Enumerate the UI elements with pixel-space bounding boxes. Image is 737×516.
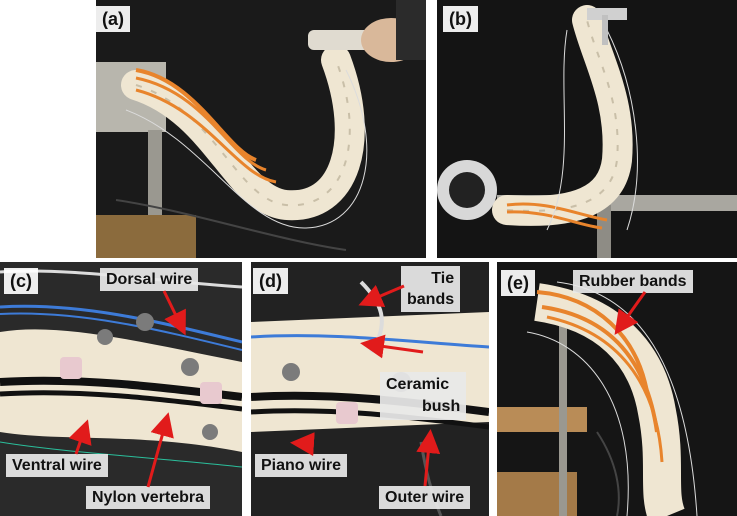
label-rubber-bands: Rubber bands [573, 270, 693, 293]
panel-b-illustration [437, 0, 737, 258]
panel-e-photo: (e) Rubber bands [497, 262, 737, 516]
panel-e-illustration [497, 262, 737, 516]
panel-e-tag: (e) [501, 270, 535, 296]
label-tie-bands-line1: Tie [431, 270, 455, 287]
panel-a-illustration [96, 0, 426, 258]
label-ventral-wire: Ventral wire [6, 454, 108, 477]
panel-c-tag: (c) [4, 268, 38, 294]
panel-a-tag: (a) [96, 6, 130, 32]
label-ceramic-bush: Ceramic bush [380, 372, 467, 420]
label-ceramic-bush-line2: bush [422, 398, 461, 415]
label-outer-wire: Outer wire [379, 486, 471, 509]
panel-a-photo: (a) [96, 0, 426, 258]
label-tie-bands-line2: bands [407, 291, 455, 308]
panel-c-illustration [0, 262, 242, 516]
label-ceramic-bush-line1: Ceramic [386, 376, 450, 393]
label-nylon-vertebra: Nylon vertebra [86, 486, 211, 509]
panel-d-tag: (d) [253, 268, 288, 294]
label-dorsal-wire: Dorsal wire [100, 268, 199, 291]
panel-d-photo: (d) Tie bands Ceramic bush Piano wire Ou… [251, 262, 489, 516]
label-piano-wire: Piano wire [255, 454, 348, 477]
label-tie-bands: Tie bands [401, 266, 461, 312]
panel-b-photo: (b) [437, 0, 737, 258]
panel-c-photo: (c) Dorsal wire Ventral wire Nylon verte… [0, 262, 242, 516]
panel-b-tag: (b) [443, 6, 478, 32]
